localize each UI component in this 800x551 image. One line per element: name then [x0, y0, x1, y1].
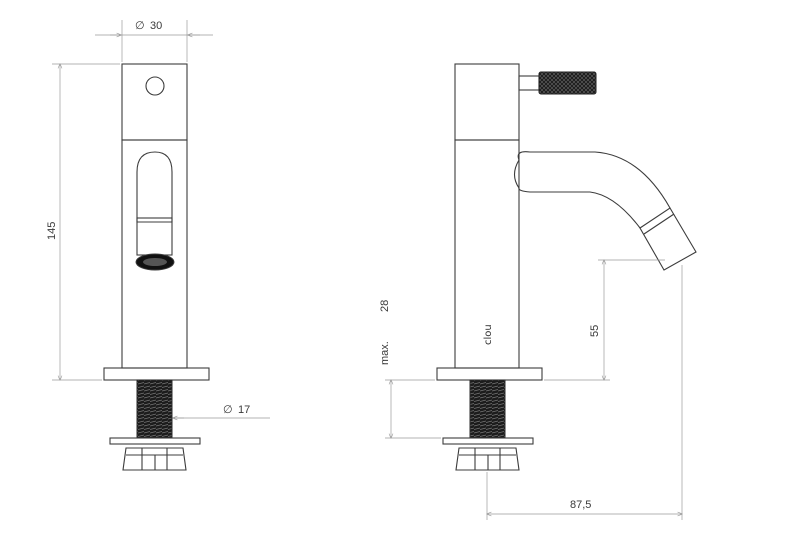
dim-max-label: max. [379, 341, 391, 365]
front-thread-rod [136, 379, 173, 439]
dim-diameter-thread: 17 [238, 404, 250, 416]
side-base-plate [436, 367, 543, 381]
aerator-mesh [143, 258, 167, 266]
spout-outer [517, 151, 671, 209]
front-head-block [121, 63, 188, 141]
front-nut [122, 447, 187, 471]
front-base-plate [103, 367, 210, 381]
handle-hole [145, 76, 165, 96]
front-washer [109, 437, 201, 445]
dim-max-value: 28 [379, 300, 391, 312]
diameter-symbol-top: ∅ [135, 20, 145, 32]
knurled-handle [538, 71, 597, 95]
brand-logo: clou [483, 324, 494, 345]
front-dimensions: ∅ 30 145 ∅ 17 [46, 20, 270, 418]
side-dimensions: max. 28 55 87,5 [379, 260, 682, 520]
side-nut [455, 447, 520, 471]
front-view [103, 63, 210, 471]
spout-front [136, 217, 173, 256]
dim-reach: 87,5 [570, 499, 591, 511]
spout-slot [136, 151, 173, 223]
dim-height: 145 [46, 222, 58, 240]
side-washer [442, 437, 534, 445]
dim-diameter-top: 30 [150, 20, 162, 32]
spout-tip [639, 207, 697, 271]
spout-inner [518, 187, 641, 229]
handle-stem [518, 75, 540, 91]
side-view: clou [436, 63, 697, 471]
dim-spout-height: 55 [589, 325, 601, 337]
diameter-symbol-thread: ∅ [223, 404, 233, 416]
side-head-block [454, 63, 520, 141]
side-thread-rod [469, 379, 506, 439]
